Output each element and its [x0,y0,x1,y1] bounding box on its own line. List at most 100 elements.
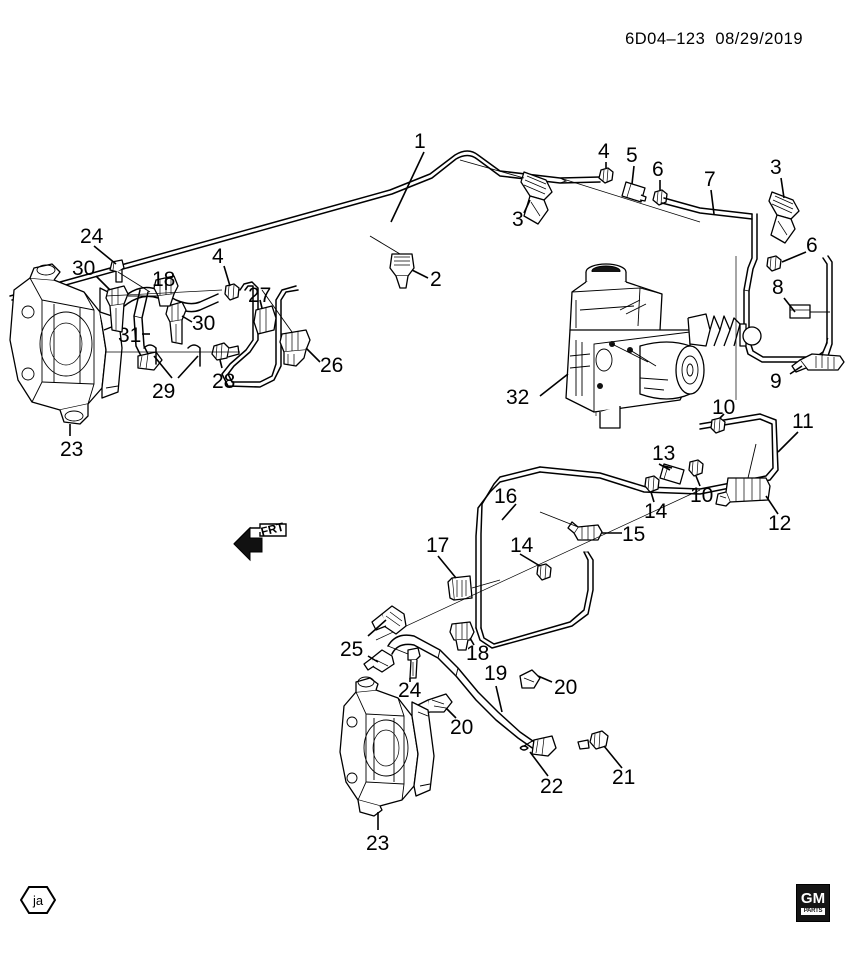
leader-21 [603,745,623,769]
leader-18-rear [469,637,475,646]
callout-30-b: 30 [192,312,215,335]
callout-8: 8 [772,276,784,299]
callout-14-lower: 14 [510,534,534,557]
callout-1: 1 [414,130,426,153]
drawing-code-header: 6D04–123 08/29/2019 [625,30,803,48]
part-clip-2 [389,253,415,289]
part-union-5 [621,181,647,203]
callout-18-rear: 18 [466,642,489,665]
leader-24-front [93,245,117,265]
leader-16 [501,503,517,521]
part-nut-4 [598,167,614,184]
callout-3-left: 3 [512,208,524,231]
part-nut-10-upper [710,417,726,434]
leader-8 [783,297,796,313]
callout-23-rear: 23 [366,832,389,855]
leader-1 [390,151,425,223]
callout-3-right: 3 [770,156,782,179]
callout-31: 31 [118,324,141,347]
hydraulic-modulator-assembly-32 [565,256,762,429]
leader-10-upper [719,413,725,419]
leader-32 [539,373,569,397]
callout-18-front: 18 [152,268,175,291]
callout-15: 15 [622,523,645,546]
part-banjo-bolt-21 [577,730,609,750]
leader-26-thin [261,289,293,333]
part-nut-4-front [224,283,240,301]
part-bracket-3-right [768,191,800,244]
leader-10-lower [695,475,701,487]
callout-25: 25 [340,638,363,661]
part-bolt-28 [211,342,240,361]
leader-30-a [95,275,111,291]
frt-orientation-marker: FRT [233,522,287,562]
part-bracket-9 [791,353,845,373]
callout-27: 27 [248,284,271,307]
leader-9-thin [821,337,829,357]
callout-10-lower: 10 [690,484,713,507]
main-brake-pipe-1 [9,150,601,301]
callout-17: 17 [426,534,449,557]
leader-12 [765,495,779,515]
sheet-mark-text: ja [32,893,44,908]
leader-20-upper [537,675,553,683]
leader-4-front [223,265,231,287]
callout-11: 11 [792,410,814,433]
gm-parts-text: PARTS [800,908,826,915]
brake-pipe-8-loop [743,213,833,363]
callout-13: 13 [652,442,675,465]
part-clip-30-a [105,285,129,333]
leader-13 [663,465,673,469]
assembly-axis-lower [375,489,701,641]
callout-20-lower: 20 [450,716,473,739]
callout-24-rear: 24 [398,679,422,702]
callout-12: 12 [768,512,791,535]
leader-24-front-thin [117,271,151,293]
brake-pipe-16 [475,466,541,629]
leader-5 [631,165,635,185]
callout-6-top: 6 [652,158,664,181]
caliper-axis-line-2 [105,289,223,297]
part-nut-10-lower [688,459,704,477]
callout-7: 7 [704,168,716,191]
callout-19: 19 [484,662,507,685]
part-sleeve-13 [659,463,685,485]
part-grommet-20-upper [519,669,541,689]
part-insulator-8 [789,304,811,319]
leader-15-thin [539,511,579,528]
callout-22: 22 [540,775,563,798]
callout-4-top: 4 [598,140,610,163]
leader-2-thin [369,235,401,255]
part-clip-30-b [165,301,187,345]
callout-30-a: 30 [72,257,95,280]
part-insulator-27 [253,305,277,335]
leader-3-thin [459,159,525,179]
leader-13b [658,463,671,471]
leader-25a [367,619,387,637]
callout-16: 16 [494,485,517,508]
leader-3-left [523,199,531,214]
leader-2 [411,269,429,279]
brake-pipe-lower-loop [475,551,594,649]
leader-29-a [153,355,173,379]
callout-6-right: 6 [806,234,818,257]
brake-pipe-7 [661,197,753,220]
callout-5: 5 [626,144,638,167]
part-retainer-12 [715,477,771,507]
part-nut-6-right [766,255,782,272]
callout-23-front: 23 [60,438,83,461]
callout-10-upper: 10 [712,396,735,419]
part-clip-18-rear [449,621,475,651]
part-bracket-17 [447,575,473,601]
part-nut-6-top [652,189,668,206]
leader-19 [495,685,503,713]
callout-26: 26 [320,354,343,377]
part-retainer-29 [143,344,201,367]
leader-17 [437,555,457,579]
part-bolt-24-rear [407,647,421,679]
frt-label: FRT [259,522,286,539]
callout-32: 32 [506,386,529,409]
leader-26 [305,347,321,363]
leader-12-thin [747,443,757,479]
